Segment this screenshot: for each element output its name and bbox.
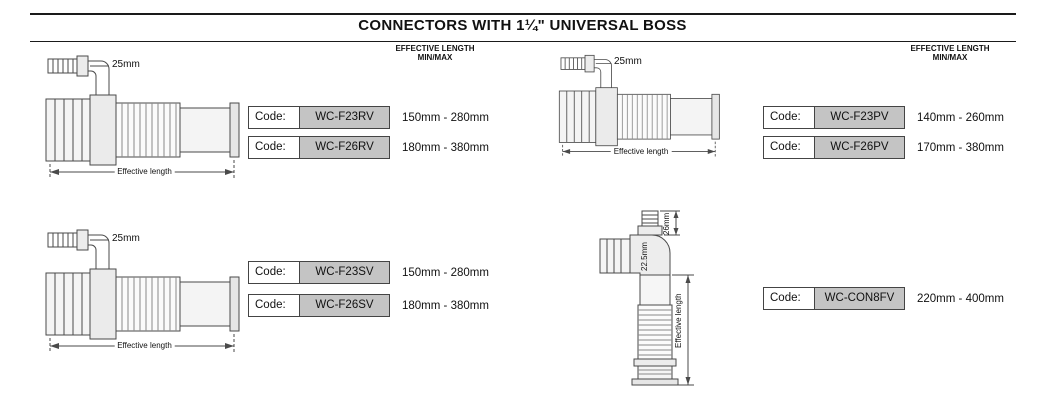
- effective-length-header-right: EFFECTIVE LENGTH MIN/MAX: [865, 44, 1035, 62]
- code-label: Code:: [763, 136, 815, 159]
- top-rule: [30, 13, 1016, 15]
- dim-label-25mm: 25mm: [112, 59, 140, 70]
- code-row-wc-f23pv: Code: WC-F23PV 140mm - 260mm: [763, 106, 1004, 129]
- effective-length-label: Effective length: [114, 341, 175, 350]
- drawing-flexible-connector-pv: 25mm Effective length: [556, 52, 726, 164]
- header-line2: MIN/MAX: [932, 53, 968, 62]
- length-range: 150mm - 280mm: [402, 111, 489, 124]
- effective-length-label: Effective length: [610, 147, 672, 156]
- code-label: Code:: [763, 287, 815, 310]
- connector-illustration: [558, 54, 720, 158]
- code-row-wc-f26rv: Code: WC-F26RV 180mm - 380mm: [248, 136, 489, 159]
- drawing-bend-connector-con8fv: 26mm 22.5mm Effective length: [598, 183, 723, 395]
- header-line1: EFFECTIVE LENGTH: [395, 44, 475, 53]
- code-value: WC-F26PV: [815, 136, 905, 159]
- effective-length-label: Effective length: [114, 167, 175, 176]
- code-label: Code:: [248, 294, 300, 317]
- drawing-flexible-connector-rv: 25mm Effective length: [42, 52, 247, 187]
- code-value: WC-CON8FV: [815, 287, 905, 310]
- length-range: 180mm - 380mm: [402, 299, 489, 312]
- code-label: Code:: [248, 106, 300, 129]
- code-value: WC-F26RV: [300, 136, 390, 159]
- drawing-flexible-connector-sv: 25mm Effective length: [42, 226, 247, 361]
- connector-illustration: [45, 229, 240, 353]
- dim-label-25mm: 25mm: [614, 56, 642, 67]
- code-row-wc-f23rv: Code: WC-F23RV 150mm - 280mm: [248, 106, 489, 129]
- page-title: CONNECTORS WITH 1¼" UNIVERSAL BOSS: [358, 17, 687, 34]
- length-range: 170mm - 380mm: [917, 141, 1004, 154]
- effective-length-label: Effective length: [674, 293, 683, 348]
- code-label: Code:: [248, 136, 300, 159]
- dim-label-25mm: 25mm: [112, 233, 140, 244]
- header-line1: EFFECTIVE LENGTH: [910, 44, 990, 53]
- code-value: WC-F26SV: [300, 294, 390, 317]
- code-value: WC-F23PV: [815, 106, 905, 129]
- code-row-wc-f23sv: Code: WC-F23SV 150mm - 280mm: [248, 261, 489, 284]
- effective-length-header-left: EFFECTIVE LENGTH MIN/MAX: [350, 44, 520, 62]
- code-value: WC-F23SV: [300, 261, 390, 284]
- header-line2: MIN/MAX: [417, 53, 453, 62]
- connector-illustration: [599, 210, 694, 386]
- code-row-wc-f26sv: Code: WC-F26SV 180mm - 380mm: [248, 294, 489, 317]
- code-row-wc-f26pv: Code: WC-F26PV 170mm - 380mm: [763, 136, 1004, 159]
- connector-illustration: [45, 55, 240, 179]
- header-rule: [30, 41, 1016, 42]
- length-range: 180mm - 380mm: [402, 141, 489, 154]
- dim-label-26mm: 26mm: [662, 212, 671, 235]
- length-range: 140mm - 260mm: [917, 111, 1004, 124]
- length-range: 150mm - 280mm: [402, 266, 489, 279]
- dim-label-22-5mm: 22.5mm: [640, 242, 649, 271]
- length-range: 220mm - 400mm: [917, 292, 1004, 305]
- code-label: Code:: [763, 106, 815, 129]
- code-row-wc-con8fv: Code: WC-CON8FV 220mm - 400mm: [763, 287, 1004, 310]
- code-value: WC-F23RV: [300, 106, 390, 129]
- code-label: Code:: [248, 261, 300, 284]
